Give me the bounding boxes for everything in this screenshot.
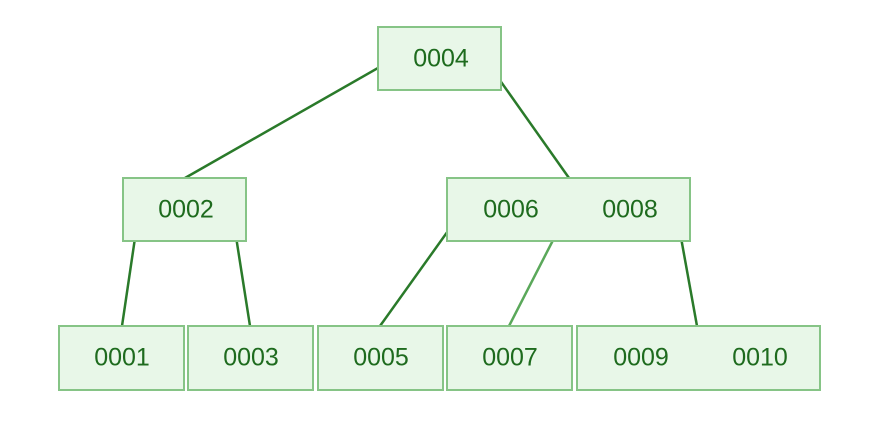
node-key: 0005 — [353, 343, 409, 372]
internal-node: 0006 0008 — [446, 177, 691, 242]
leaf-node: 0003 — [187, 325, 314, 391]
node-key: 0006 — [483, 195, 539, 223]
leaf-node: 0005 — [317, 325, 444, 391]
leaf-node: 0009 0010 — [576, 325, 821, 391]
node-key: 0004 — [413, 44, 469, 72]
node-key: 0007 — [482, 343, 538, 372]
node-key: 0009 — [613, 343, 669, 372]
node-key: 0010 — [732, 343, 788, 372]
leaf-node: 0001 — [58, 325, 185, 391]
node-key: 0003 — [223, 343, 279, 372]
leaf-node: 0007 — [446, 325, 573, 391]
internal-node: 0002 — [122, 177, 247, 242]
root-node: 0004 — [377, 26, 502, 91]
node-key: 0008 — [602, 195, 658, 223]
node-key: 0001 — [94, 343, 150, 372]
edge-root-to-node-0002 — [184, 58, 393, 180]
node-key: 0002 — [158, 195, 214, 223]
